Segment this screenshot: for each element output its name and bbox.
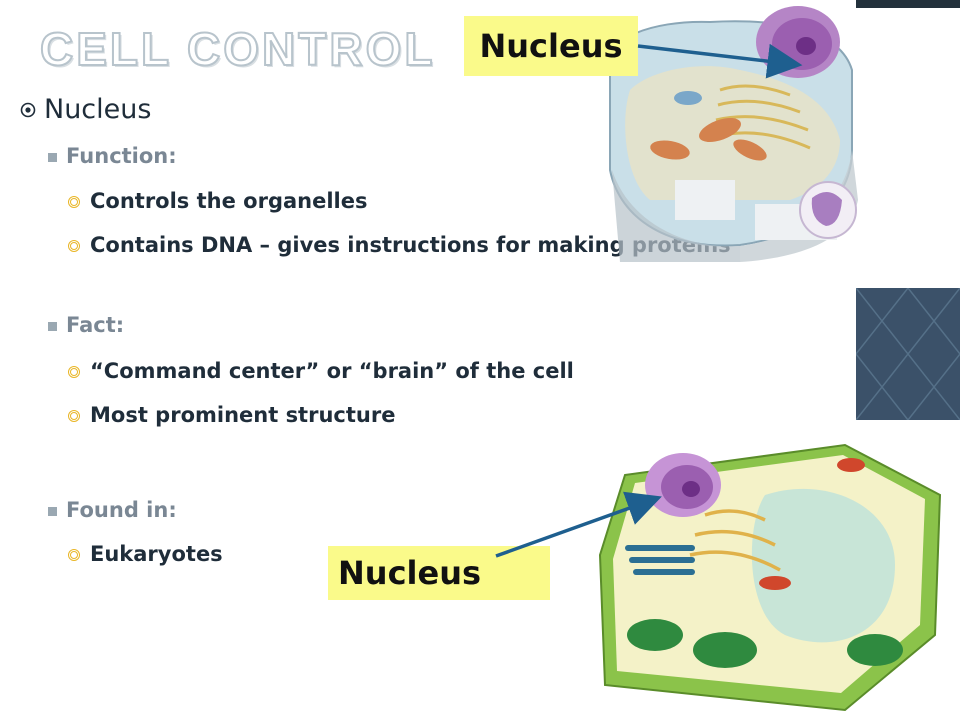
ring-bullet-icon (68, 410, 80, 422)
nucleus-callout-bottom: Nucleus (328, 546, 550, 600)
found-in-label: Found in: (66, 498, 177, 522)
circled-bullet-icon (20, 102, 36, 118)
square-bullet-icon (48, 507, 57, 516)
side-accent-panel (855, 286, 960, 422)
fact-item: Most prominent structure (90, 403, 396, 427)
ring-bullet-icon (68, 549, 80, 561)
bullet-nucleus: Nucleus (44, 94, 152, 125)
ring-bullet-icon (68, 240, 80, 252)
found-in-item: Eukaryotes (90, 542, 223, 566)
ring-bullet-icon (68, 366, 80, 378)
function-item: Controls the organelles (90, 189, 368, 213)
arrow-top (637, 43, 803, 79)
arrow-bottom (495, 491, 662, 558)
fact-item: “Command center” or “brain” of the cell (90, 359, 574, 383)
slide-title: Cell Control (39, 22, 436, 76)
square-bullet-icon (48, 322, 57, 331)
fact-label: Fact: (66, 313, 125, 337)
nucleus-callout-top: Nucleus (464, 16, 638, 76)
plant-cell-illustration (598, 443, 942, 712)
function-label: Function: (66, 144, 177, 168)
square-bullet-icon (48, 153, 57, 162)
corner-accent-bar (856, 0, 960, 8)
ring-bullet-icon (68, 196, 80, 208)
